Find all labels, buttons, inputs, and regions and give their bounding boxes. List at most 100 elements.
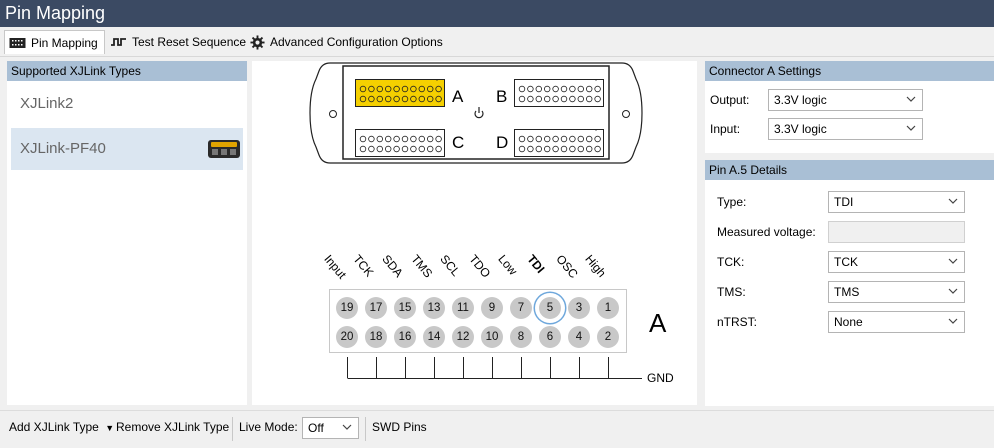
pin-19[interactable]: 19 [336,297,358,319]
chevron-down-icon [342,424,352,430]
pin-18[interactable]: 18 [365,326,387,348]
pin-2[interactable]: 2 [597,326,619,348]
pin-17[interactable]: 17 [365,297,387,319]
remove-xjlink-type-button[interactable]: Remove XJLink Type [116,411,229,448]
chevron-down-icon [948,288,958,294]
pin-7[interactable]: 7 [510,297,532,319]
output-label: Output: [710,93,750,107]
ntrst-select[interactable]: None [828,311,965,333]
toolbar-separator [365,417,366,441]
pin-14[interactable]: 14 [423,326,445,348]
output-select[interactable]: 3.3V logic [768,89,923,111]
live-mode-label: Live Mode: [239,420,298,434]
pin-16[interactable]: 16 [394,326,416,348]
live-mode-select[interactable]: Off [302,417,359,439]
pin-header-label: A [649,308,667,338]
signal-label-scl: SCL [437,252,464,279]
xjlink-item-xjlink-pf40[interactable]: XJLink-PF40 [11,128,243,170]
gear-icon [250,34,265,50]
bottom-toolbar: Add XJLink Type ▼ Remove XJLink Type Liv… [0,410,994,447]
pin-20[interactable]: 20 [336,326,358,348]
connector-b[interactable] [514,79,604,107]
pin-8[interactable]: 8 [510,326,532,348]
pin-9[interactable]: 9 [481,297,503,319]
tck-value: TCK [834,255,858,269]
toolbar-separator [232,417,233,441]
list-item-label: XJLink2 [20,95,74,112]
connector-settings-header: Connector A Settings [705,61,994,81]
connector-c[interactable] [355,129,445,157]
pin-1[interactable]: 1 [597,297,619,319]
measured-voltage-label: Measured voltage: [717,225,816,239]
chevron-down-icon [906,125,916,131]
tms-select[interactable]: TMS [828,281,965,303]
pin-4[interactable]: 4 [568,326,590,348]
type-value: TDI [834,195,854,209]
gnd-label: GND [647,371,674,385]
pin-3[interactable]: 3 [568,297,590,319]
connector-a[interactable] [355,79,445,107]
signal-label-input: Input [321,252,350,282]
pin-11[interactable]: 11 [452,297,474,319]
window-title: Pin Mapping [0,0,994,27]
ntrst-value: None [834,315,863,329]
ntrst-label: nTRST: [717,315,758,329]
tab-label: Pin Mapping [31,35,98,50]
list-item-label: XJLink-PF40 [20,140,106,157]
xjlink-item-xjlink2[interactable]: XJLink2 [11,83,243,125]
connector-label-a: A [452,87,464,106]
output-value: 3.3V logic [774,93,827,107]
pin-details-header: Pin A.5 Details [705,160,994,180]
supported-xjlink-panel: Supported XJLink Types XJLink2 XJLink-PF… [7,61,247,405]
chevron-down-icon [948,258,958,264]
tck-select[interactable]: TCK [828,251,965,273]
pin-12[interactable]: 12 [452,326,474,348]
chevron-down-icon [906,96,916,102]
signal-label-osc: OSC [553,252,581,281]
tab-label: Test Reset Sequence [132,35,247,49]
chevron-down-icon [948,318,958,324]
tab-bar: Pin Mapping Test Reset Sequence Advanced… [0,27,994,57]
signal-label-tdi: TDI [524,252,548,276]
connector-settings: Connector A Settings Output: 3.3V logic … [705,61,994,153]
connector-pin-grid [518,135,601,153]
pin-6[interactable]: 6 [539,326,561,348]
type-select[interactable]: TDI [828,191,965,213]
input-select[interactable]: 3.3V logic [768,118,923,140]
waveform-icon [110,36,127,48]
add-xjlink-type-button[interactable]: Add XJLink Type ▼ [9,411,114,448]
signal-label-high: High [582,252,609,280]
connector-diagram [309,62,643,164]
connector-pin-grid [359,135,442,153]
connector-label-c: C [452,133,465,152]
signal-label-tdo: TDO [466,252,494,281]
gnd-rail [347,357,642,379]
connector-label-b: B [496,87,508,106]
tab-test-reset-sequence[interactable]: Test Reset Sequence [106,30,252,54]
swd-pins-button[interactable]: SWD Pins [372,420,427,434]
signal-label-low: Low [495,252,521,278]
tck-label: TCK: [717,255,745,269]
tab-pin-mapping[interactable]: Pin Mapping [4,30,105,54]
signal-label-tms: TMS [408,252,436,281]
power-icon [474,107,484,119]
type-label: Type: [717,195,747,209]
input-label: Input: [710,122,741,136]
tab-advanced-configuration[interactable]: Advanced Configuration Options [246,30,449,54]
signal-label-tck: TCK [350,252,377,280]
connector-icon [9,37,26,49]
pin-15[interactable]: 15 [394,297,416,319]
tms-value: TMS [834,285,860,299]
connector-d[interactable] [514,129,604,157]
signal-label-sda: SDA [379,252,406,280]
live-mode-value: Off [308,421,324,435]
tab-label: Advanced Configuration Options [270,35,443,49]
dropdown-arrow-icon: ▼ [105,423,115,433]
input-value: 3.3V logic [774,122,827,136]
pin-13[interactable]: 13 [423,297,445,319]
remove-xjlink-type-label: Remove XJLink Type [116,420,230,434]
chevron-down-icon [948,198,958,204]
xjlink-device-icon [207,136,241,179]
pin-10[interactable]: 10 [481,326,503,348]
pin-5[interactable]: 5 [539,297,561,319]
